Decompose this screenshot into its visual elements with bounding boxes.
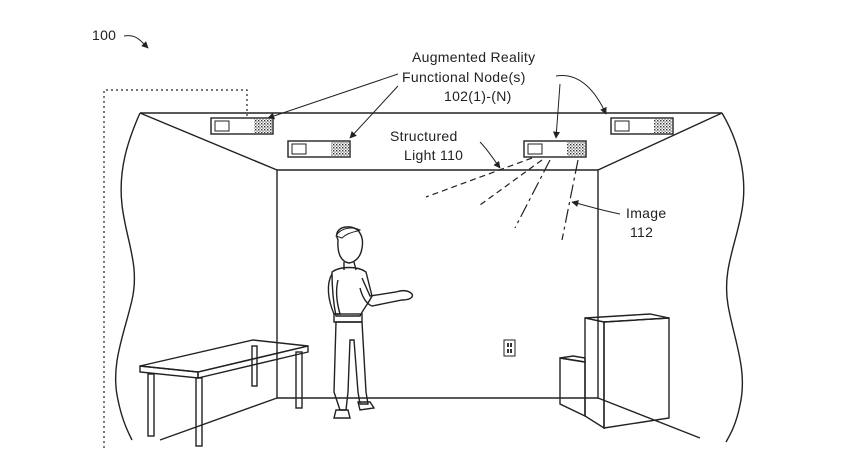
image-label-line2: 112 — [630, 224, 653, 240]
nodes-label-line2: Functional Node(s) — [402, 69, 526, 85]
system-boundary-dotted-line — [103, 89, 248, 448]
node-leader-2 — [349, 85, 399, 139]
structured-light-label-line2: Light 110 — [404, 147, 463, 163]
image-leader — [571, 200, 621, 215]
nodes-label-line3: 102(1)-(N) — [444, 88, 512, 104]
structured-light-label-line1: Structured — [390, 128, 458, 144]
ar-functional-node-1 — [210, 117, 274, 135]
nodes-label-line1: Augmented Reality — [412, 49, 535, 65]
room — [114, 112, 745, 443]
ar-functional-node-4 — [610, 117, 674, 135]
ar-functional-node-2 — [287, 140, 351, 158]
figure-ref-arrow — [123, 35, 149, 49]
chair — [559, 313, 670, 430]
image-label-line1: Image — [626, 205, 666, 221]
node-leader-1 — [267, 73, 399, 120]
person — [327, 226, 414, 419]
ar-functional-node-3 — [523, 140, 587, 158]
node-leader-4 — [555, 75, 607, 115]
figure-ref-number: 100 — [92, 27, 116, 43]
structured-light-leader — [479, 141, 501, 169]
wall-outlet — [503, 339, 516, 357]
node-leader-3 — [552, 83, 561, 139]
table — [139, 339, 309, 447]
structured-light-beams — [425, 157, 579, 241]
